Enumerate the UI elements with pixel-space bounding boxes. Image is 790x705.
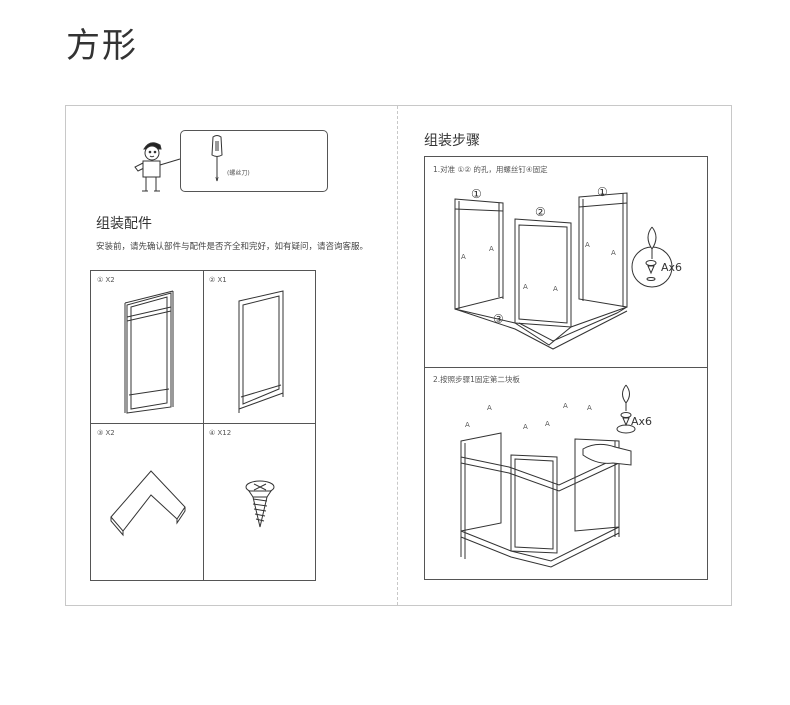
part-marker: ③ [493, 312, 504, 326]
screw-marker: A [587, 404, 592, 412]
step-caption: 1.对准 ①② 的孔，用螺丝钉④固定 [433, 165, 548, 174]
ladder-frame-icon [124, 290, 174, 414]
screw-marker: A [553, 285, 558, 293]
step-2-diagram [460, 432, 632, 568]
part-marker: ① [471, 187, 482, 201]
part-marker: ① [597, 185, 608, 199]
steps-heading: 组装步骤 [424, 133, 480, 149]
person-illustration [134, 142, 181, 192]
rectangular-frame-icon [238, 290, 284, 413]
parts-grid: ① X2 ② X1 ③ X2 ④ X12 [90, 270, 316, 581]
screw-marker: A [545, 420, 550, 428]
screw-marker: A [611, 249, 616, 257]
screw-marker: A [465, 421, 470, 429]
screw-marker: A [489, 245, 494, 253]
part-marker: ② [535, 205, 546, 219]
instruction-sheet [65, 105, 732, 606]
corner-shelf-icon [110, 470, 186, 537]
screw-marker: A [523, 423, 528, 431]
screw-marker: A [585, 241, 590, 249]
screw-callout-icon [616, 384, 636, 434]
tool-bubble: (螺丝刀) [180, 130, 328, 192]
screw-marker: A [461, 253, 466, 261]
screw-count: Ax6 [661, 261, 683, 274]
screw-marker: A [563, 402, 568, 410]
fold-line [397, 106, 398, 605]
page-title: 方形 [66, 26, 138, 66]
part-label: ② X1 [209, 276, 227, 284]
part-label: ④ X12 [209, 429, 232, 437]
tool-label: (螺丝刀) [227, 170, 250, 177]
part-label: ③ X2 [97, 429, 115, 437]
screwdriver-icon [211, 135, 223, 182]
screw-count: Ax6 [631, 415, 653, 428]
screw-icon [245, 480, 275, 528]
screw-callout-icon [631, 226, 673, 288]
steps-panel: 1.对准 ①② 的孔，用螺丝钉④固定 ① ② ① ③ A A A A A A [424, 156, 708, 580]
part-label: ① X2 [97, 276, 115, 284]
parts-note: 安装前，请先确认部件与配件是否齐全和完好，如有疑问，请咨询客服。 [96, 242, 369, 252]
parts-heading: 组装配件 [96, 216, 152, 232]
step-1-diagram [454, 192, 628, 350]
screw-marker: A [487, 404, 492, 412]
screw-marker: A [523, 283, 528, 291]
step-caption: 2.按照步骤1固定第二块板 [433, 375, 520, 384]
